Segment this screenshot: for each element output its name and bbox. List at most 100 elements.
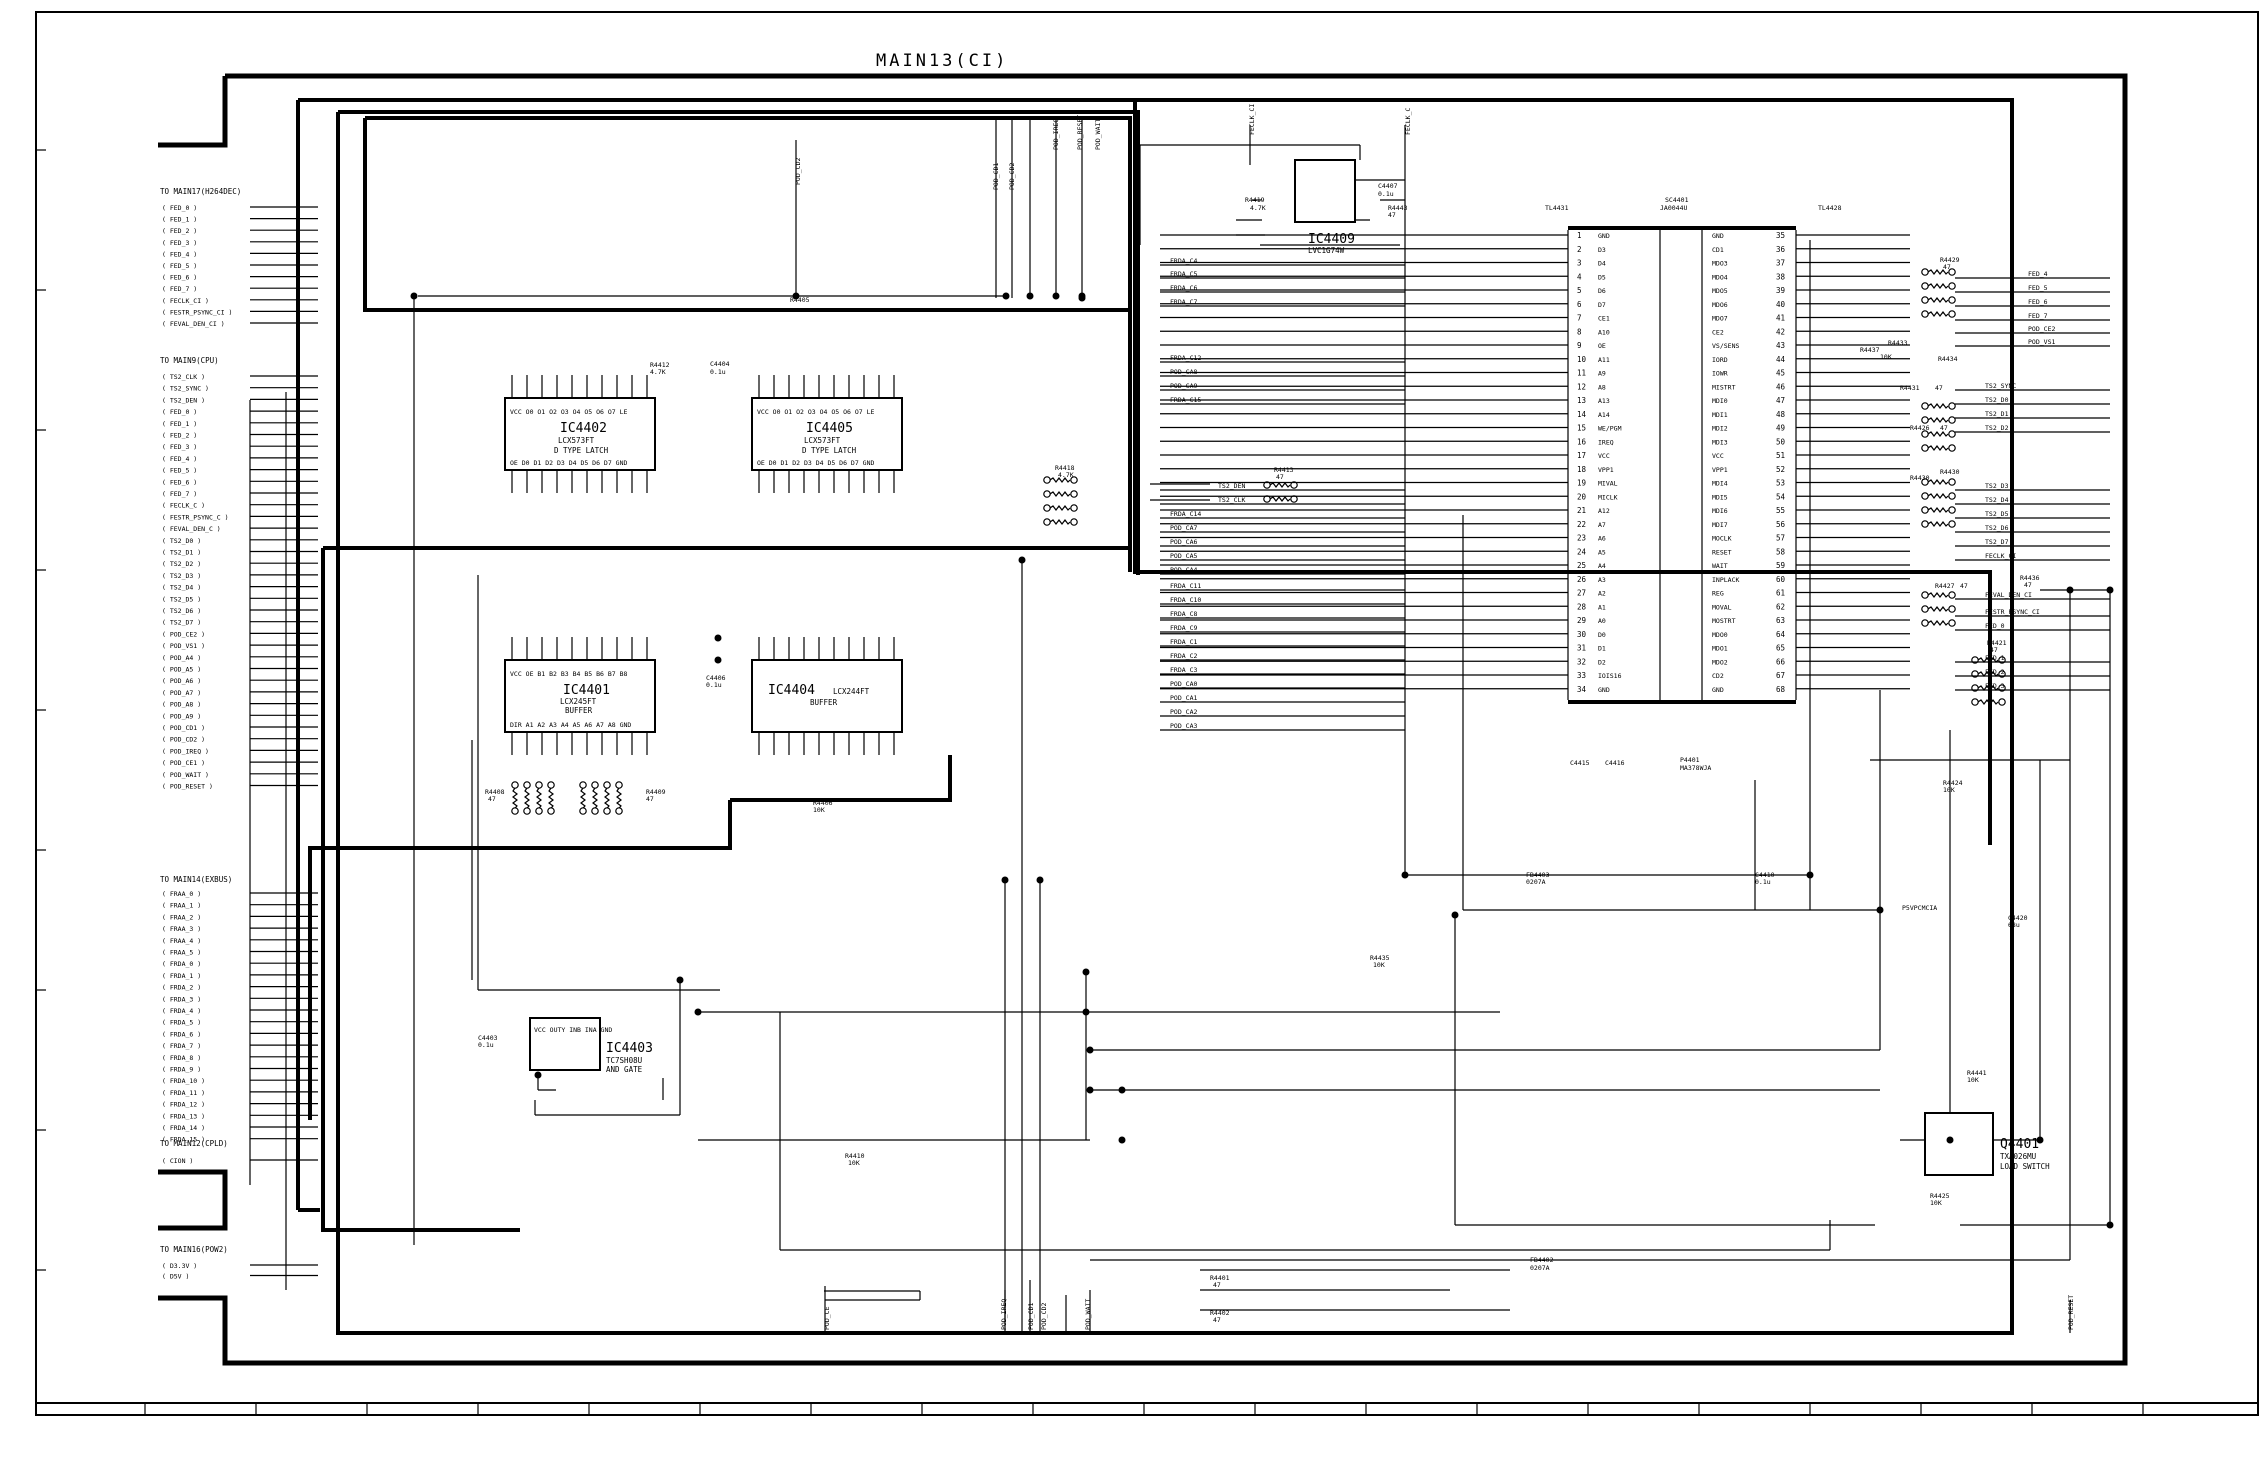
junction-dot <box>714 656 722 664</box>
page-frame <box>158 73 2128 1366</box>
pcmcia-pin-number: 10 <box>1577 355 1587 364</box>
pcmcia-pin-name: A4 <box>1598 562 1606 570</box>
connector-signal-label: ( FRDA_2 ) <box>162 984 201 992</box>
pcmcia-pin-number: 26 <box>1577 575 1587 584</box>
connector-signal-label: ( POD_WAIT ) <box>162 771 209 779</box>
bottom-net-label: POD_IREQ <box>1000 1299 1008 1330</box>
c4404-label: C4404 <box>710 360 730 368</box>
resistor-pin <box>1998 684 2006 692</box>
pcmcia-pin-number: 12 <box>1577 382 1586 391</box>
resistor-body <box>1927 493 1949 499</box>
top-net-label: FECLK_C <box>1404 108 1412 135</box>
junction-dot <box>1082 1008 1090 1016</box>
mid-net-label: TS2_DEN <box>1218 482 1245 490</box>
connector-signal-label: ( FED_5 ) <box>162 467 197 475</box>
junction-dot <box>2106 586 2114 594</box>
junction-dot <box>2036 1136 2044 1144</box>
mid-net-label: FRDA_C7 <box>1170 298 1197 306</box>
pcmcia-pin-name: MDI6 <box>1712 507 1728 515</box>
connector-heading: TO MAIN12(CPLD) <box>160 1139 228 1148</box>
resistor-pin <box>1948 506 1956 514</box>
connector-cpu: TO MAIN9(CPU) <box>160 356 219 365</box>
mid-net-label: FRDA_C4 <box>1170 257 1197 265</box>
pcmcia-pin-name: D3 <box>1598 246 1606 254</box>
pcmcia-pin-name: MDO6 <box>1712 301 1728 309</box>
resistor-pin <box>1948 296 1956 304</box>
connector-signal-label: ( FRAA_3 ) <box>162 925 201 933</box>
resistor-body <box>1049 519 1071 525</box>
resistor-pin <box>1948 478 1956 486</box>
junction-dot <box>1876 906 1884 914</box>
right-net-label: FED_1 <box>1985 654 2005 662</box>
connector-signal-label: ( FESTR_PSYNC_C ) <box>162 513 229 521</box>
junction-dot <box>1451 911 1459 919</box>
r4408-label: R4408 <box>485 788 505 796</box>
bottom-title-grid <box>144 1403 2144 1415</box>
bottom-net-label: POD_CD2 <box>1040 1303 1048 1330</box>
resistor-pin <box>1043 504 1051 512</box>
connector-signal-label: ( FRAA_4 ) <box>162 937 201 945</box>
resistor-pin <box>579 781 587 789</box>
tl4431-label: TL4431 <box>1545 204 1569 212</box>
r4441-value: 10K <box>1967 1076 1979 1084</box>
r4409-value: 47 <box>646 795 654 803</box>
pcmcia-pin-number: 30 <box>1577 630 1587 639</box>
pcmcia-pin-number: 45 <box>1776 369 1785 378</box>
ic4409-flipflop: IC4409 LVC1G74W <box>1294 159 1356 255</box>
ic4404-part: LCX244FT <box>833 687 870 696</box>
resistor-pin <box>1921 591 1929 599</box>
r4426-array <box>1921 402 1956 452</box>
resistor-body <box>592 787 598 809</box>
pcmcia-pin-name: A14 <box>1598 411 1610 419</box>
pcmcia-pin-name: GND <box>1598 232 1610 240</box>
p4401-value: MA378WJA <box>1680 764 1711 772</box>
pcmcia-pin-number: 32 <box>1577 657 1586 666</box>
r4431-label: R4431 <box>1900 384 1920 392</box>
r4410-value: 10K <box>848 1159 860 1167</box>
resistor-body <box>1977 685 1999 691</box>
net-labels: FED_4FED_5FED_6FED_7POD_CE2POD_VS1TS2_SY… <box>511 104 2110 1330</box>
r4406-label: R4406 <box>813 799 833 807</box>
ic4401-ref: IC4401 <box>563 683 610 698</box>
top-net-label: POD_CD1 <box>992 163 1000 190</box>
pcmcia-pin-name: A5 <box>1598 548 1606 556</box>
right-net-label: FED_0 <box>1985 622 2005 630</box>
pcmcia-pin-number: 56 <box>1776 520 1786 529</box>
mid-net-label: POD_CA9 <box>1170 382 1197 390</box>
resistor-body <box>1927 445 1949 451</box>
pcmcia-pin-number: 27 <box>1577 589 1586 598</box>
c4420-value: 68u <box>2008 921 2020 929</box>
ic4402-part: LCX573FT <box>558 436 595 445</box>
resistor-pin <box>511 807 519 815</box>
connector-signal-label: ( FED_4 ) <box>162 250 197 258</box>
sc4401-ref: SC4401 <box>1665 196 1689 204</box>
pcmcia-pin-number: 4 <box>1577 272 1582 281</box>
mid-net-label: FRDA_C11 <box>1170 582 1201 590</box>
resistor-pin <box>1921 296 1929 304</box>
pcmcia-pin-number: 46 <box>1776 382 1786 391</box>
pcmcia-pin-name: REG <box>1712 590 1724 598</box>
connector-signal-label: ( FED_7 ) <box>162 490 197 498</box>
resistor-body <box>1269 482 1291 488</box>
resistor-pin <box>1921 444 1929 452</box>
pcmcia-pin-name: A0 <box>1598 617 1606 625</box>
pcmcia-pin-number: 19 <box>1577 479 1586 488</box>
connector-signal-label: ( FESTR_PSYNC_CI ) <box>162 308 232 316</box>
pcmcia-pin-number: 37 <box>1776 259 1785 268</box>
resistor-pin <box>1948 282 1956 290</box>
junction-dot <box>1086 1086 1094 1094</box>
pcmcia-pin-name: CD2 <box>1712 672 1724 680</box>
ic4401-buffer: IC4401 LCX245FT BUFFER VCC OE B1 B2 B3 B… <box>504 659 656 733</box>
junction-dot <box>792 292 800 300</box>
r4425-value: 10K <box>1930 1199 1942 1207</box>
resistor-pin <box>1070 518 1078 526</box>
connector-signal-label: ( TS2_CLK ) <box>162 373 205 381</box>
right-net-label: TS2_D7 <box>1985 538 2009 546</box>
mid-net-label: POD_CA5 <box>1170 552 1197 560</box>
pcmcia-pin-name: A7 <box>1598 521 1606 529</box>
r4412-value: 4.7K <box>650 368 666 376</box>
pcmcia-pin-number: 60 <box>1776 575 1786 584</box>
r4424-value: 10K <box>1943 786 1955 794</box>
tl4428-label: TL4428 <box>1818 204 1842 212</box>
